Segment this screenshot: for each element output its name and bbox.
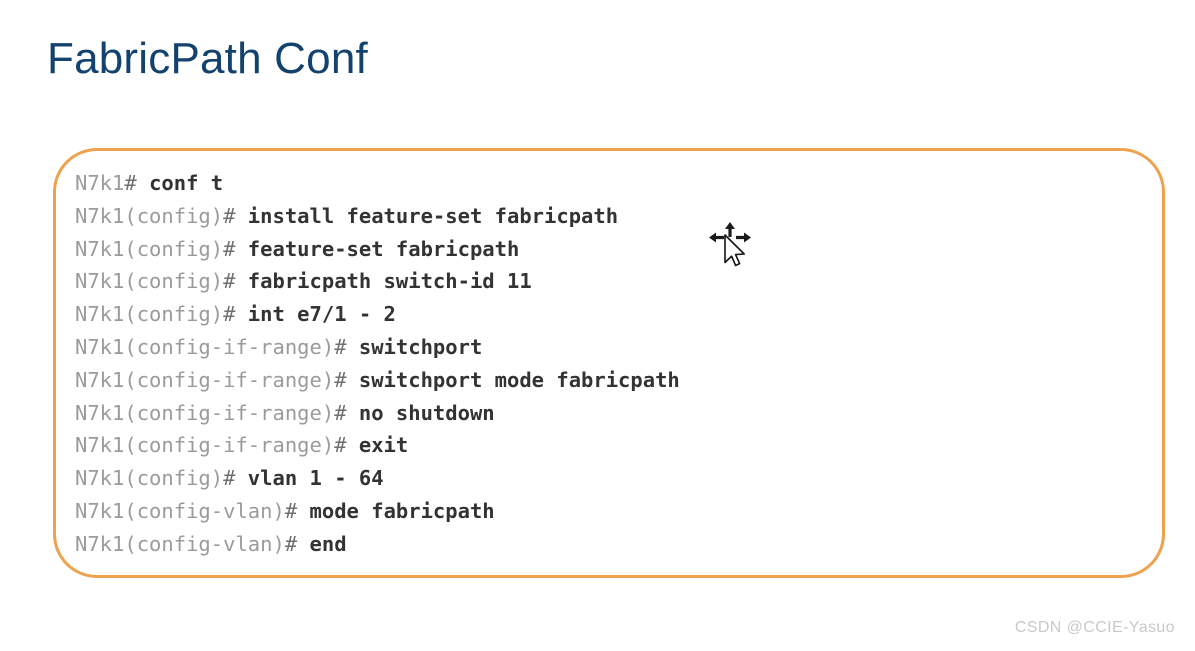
code-line-command: end (309, 531, 347, 556)
code-line-prompt: N7k1(config-if-range) (75, 334, 335, 359)
code-line-prompt: N7k1 (75, 171, 125, 195)
code-line-prompt: N7k1(config) (75, 466, 224, 491)
code-line-prompt: N7k1(config) (75, 269, 224, 294)
code-line-hash: # (223, 466, 248, 491)
code-line: N7k1(config)# install feature-set fabric… (75, 200, 1152, 233)
code-line-hash: # (334, 400, 359, 425)
code-line-command: conf t (149, 171, 224, 195)
code-line-command: install feature-set fabricpath (247, 203, 619, 228)
code-line-command: mode fabricpath (309, 498, 495, 523)
code-line-command: feature-set fabricpath (247, 236, 520, 261)
page-title: FabricPath Conf (47, 34, 368, 83)
code-line-hash: # (284, 498, 310, 523)
code-line-prompt: N7k1(config-vlan) (75, 531, 285, 556)
code-line-hash: # (223, 236, 248, 261)
code-line-hash: # (284, 531, 310, 556)
code-line: N7k1(config-if-range)# exit (75, 429, 1152, 462)
code-line-prompt: N7k1(config-if-range) (75, 400, 335, 425)
code-line-command: exit (358, 433, 409, 458)
code-line-hash: # (223, 203, 248, 228)
code-line: N7k1(config)# feature-set fabricpath (75, 233, 1152, 266)
code-line: N7k1(config)# int e7/1 - 2 (75, 298, 1152, 331)
code-line-prompt: N7k1(config-if-range) (75, 433, 335, 458)
code-line-hash: # (334, 433, 359, 458)
code-line-prompt: N7k1(config-vlan) (75, 498, 285, 523)
code-line-prompt: N7k1(config) (75, 302, 224, 327)
code-line-command: vlan 1 - 64 (247, 466, 384, 491)
code-line: N7k1(config)# vlan 1 - 64 (75, 462, 1152, 495)
code-line-hash: # (334, 367, 359, 392)
code-line: N7k1(config-vlan)# end (75, 528, 1152, 561)
code-line-command: no shutdown (358, 400, 495, 425)
code-line: N7k1(config-if-range)# switchport mode f… (75, 364, 1152, 397)
code-line-command: switchport (358, 334, 483, 359)
code-line: N7k1# conf t (75, 167, 1152, 200)
code-line-hash: # (223, 302, 248, 327)
code-line: N7k1(config)# fabricpath switch-id 11 (75, 265, 1152, 298)
watermark-text: CSDN @CCIE-Yasuo (1014, 619, 1175, 636)
code-line: N7k1(config-if-range)# no shutdown (75, 397, 1152, 430)
code-line-prompt: N7k1(config) (75, 203, 224, 228)
code-line-command: int e7/1 - 2 (247, 302, 396, 327)
code-line-hash: # (124, 171, 150, 195)
code-line-hash: # (223, 269, 248, 294)
code-line: N7k1(config-if-range)# switchport (75, 331, 1152, 364)
code-line-hash: # (334, 334, 359, 359)
code-line-prompt: N7k1(config-if-range) (75, 367, 335, 392)
code-line: N7k1(config-vlan)# mode fabricpath (75, 495, 1152, 528)
code-line-command: fabricpath switch-id 11 (247, 269, 532, 294)
code-line-command: switchport mode fabricpath (358, 367, 680, 392)
code-line-prompt: N7k1(config) (75, 236, 224, 261)
